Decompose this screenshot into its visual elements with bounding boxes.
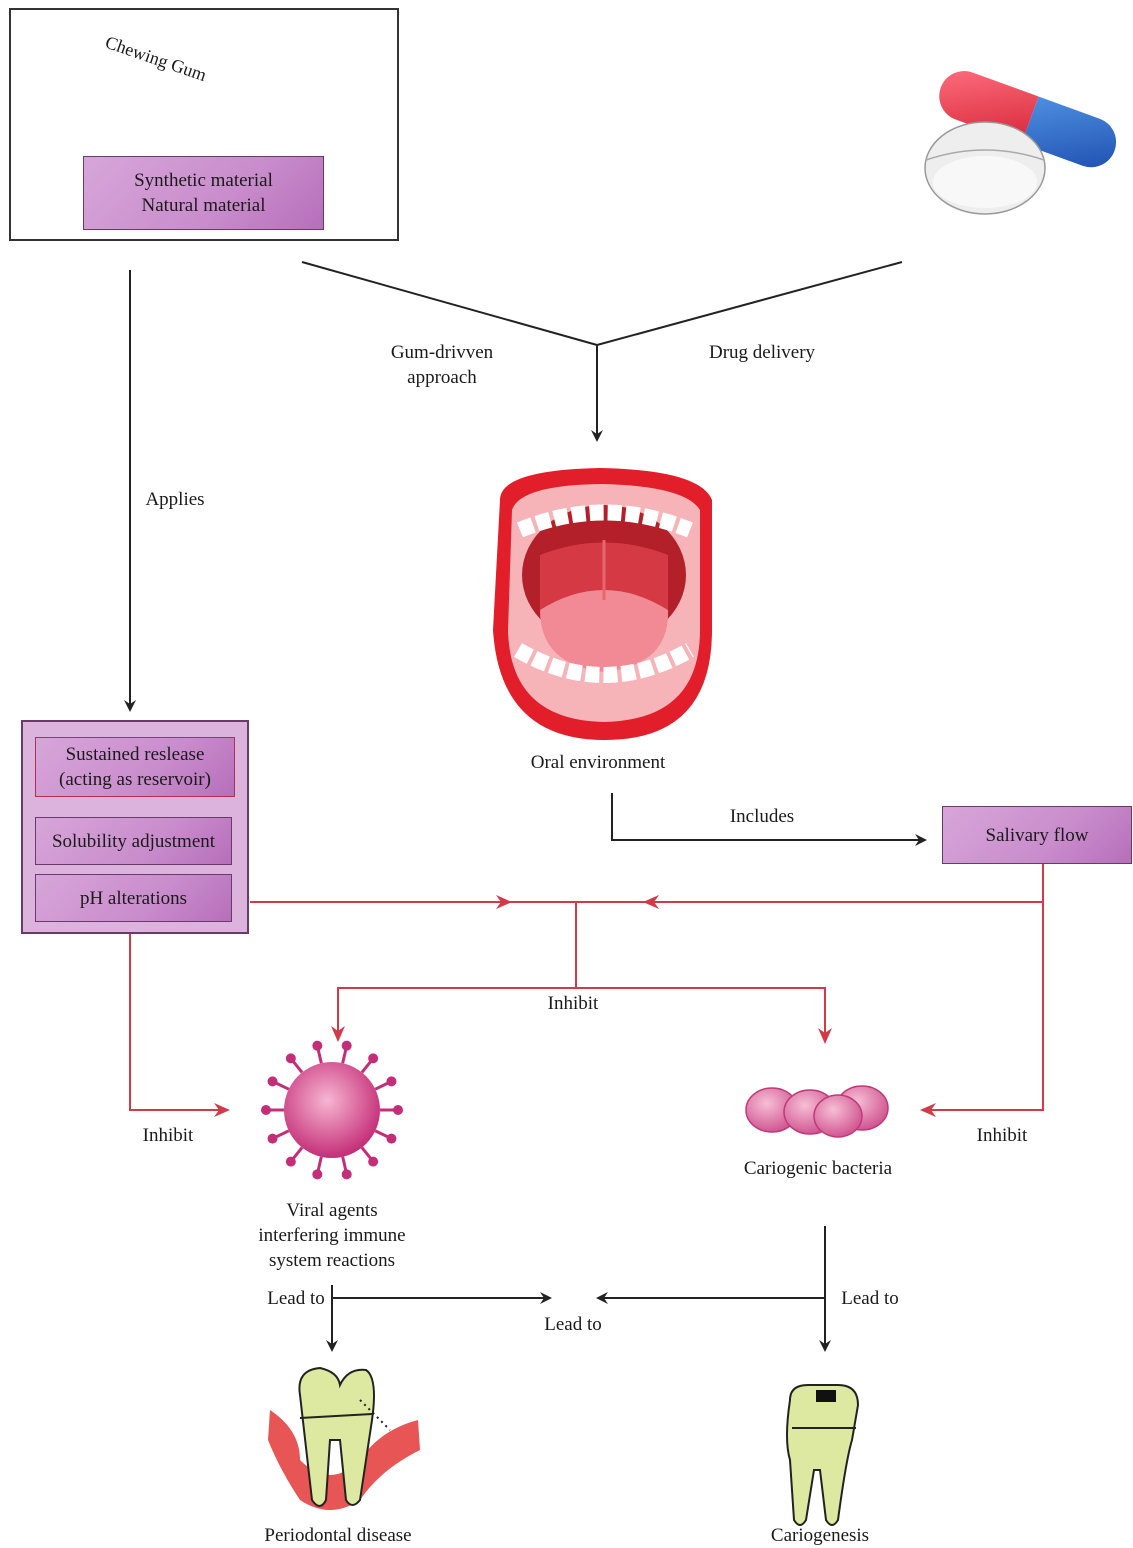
mechanism-solubility: Solubility adjustment xyxy=(35,817,232,865)
bacteria-icon xyxy=(745,1085,889,1138)
virus-spike-tip xyxy=(386,1076,397,1087)
virus-spike-tip xyxy=(341,1040,352,1051)
open-mouth-icon xyxy=(493,468,712,740)
label-inhibit-right: Inhibit xyxy=(976,1125,1028,1146)
label-lead-to-center: Lead to xyxy=(544,1314,602,1335)
label-includes: Includes xyxy=(729,806,795,827)
virus-body xyxy=(284,1062,380,1158)
material-natural: Natural material xyxy=(141,195,266,216)
arrow-inhibit-viral xyxy=(331,987,576,1042)
red-arrows xyxy=(129,862,1044,1117)
label-cariogenesis: Cariogenesis xyxy=(770,1525,870,1546)
virus-spike-tip xyxy=(285,1156,296,1167)
arrow-gum-path xyxy=(301,261,598,346)
virus-spike-tip xyxy=(393,1105,403,1115)
arrow-panel-inhibit-viral xyxy=(129,934,230,1117)
label-inhibit-center: Inhibit xyxy=(547,993,599,1014)
arrow-salivary-inhibit-bacteria xyxy=(920,902,1044,1117)
material-synthetic: Synthetic material xyxy=(134,170,273,191)
pill-capsule-icon xyxy=(924,71,1117,215)
material-box: Synthetic material Natural material xyxy=(83,156,324,230)
virus-spike-tip xyxy=(267,1133,278,1144)
label-applies: Applies xyxy=(145,489,205,510)
label-inhibit-left: Inhibit xyxy=(142,1125,194,1146)
virus-spike-tip xyxy=(368,1156,379,1167)
mechanism-sustained-release: Sustained reslease (acting as reservoir) xyxy=(35,737,235,797)
black-arrows xyxy=(124,261,927,1352)
salivary-flow-box: Salivary flow xyxy=(942,806,1132,864)
periodontal-tooth-icon xyxy=(268,1366,420,1510)
label-gum-driven: Gum-drivven approach xyxy=(390,342,494,388)
virus-spike-tip xyxy=(285,1053,296,1064)
label-viral-agents: Viral agents interfering immune system r… xyxy=(258,1200,406,1271)
label-cariogenic-bacteria: Cariogenic bacteria xyxy=(743,1158,893,1179)
virus-spike-tip xyxy=(341,1169,352,1180)
label-lead-to-left: Lead to xyxy=(267,1288,325,1309)
virus-spike-tip xyxy=(312,1040,323,1051)
virus-spike-tip xyxy=(267,1076,278,1087)
label-oral-environment: Oral environment xyxy=(530,752,666,773)
arrow-inhibit-bacteria xyxy=(576,987,832,1044)
arrow-drug-path xyxy=(596,261,903,346)
label-drug-delivery: Drug delivery xyxy=(708,342,816,363)
caries-tooth-icon xyxy=(786,1384,860,1526)
label-periodontal-disease: Periodontal disease xyxy=(264,1525,412,1546)
arrow-salivary-to-center xyxy=(643,862,1044,909)
label-lead-to-right: Lead to xyxy=(841,1288,899,1309)
virus-spike-tip xyxy=(261,1105,271,1115)
virus-icon xyxy=(261,1040,403,1180)
arrow-includes xyxy=(611,793,927,846)
virus-spike-tip xyxy=(312,1169,323,1180)
virus-spike-tip xyxy=(386,1133,397,1144)
virus-spike-tip xyxy=(368,1053,379,1064)
mechanism-ph: pH alterations xyxy=(35,874,232,922)
